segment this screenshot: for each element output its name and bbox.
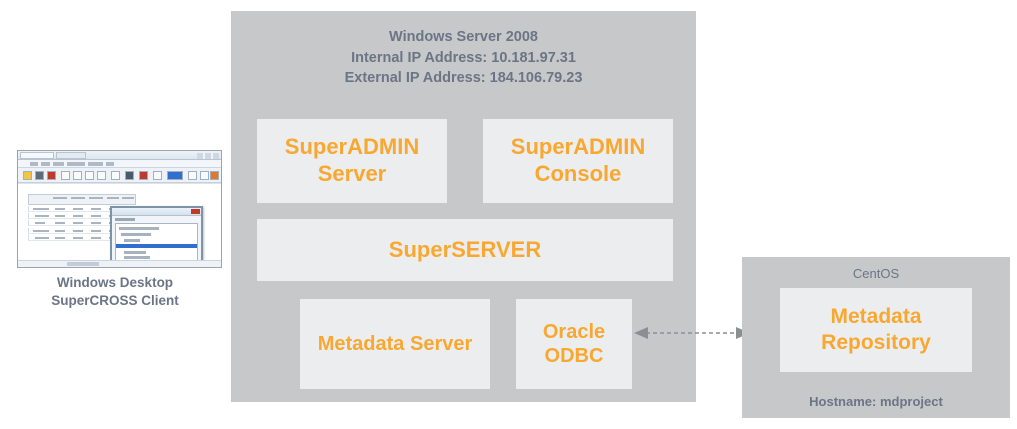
mini-toolbar-icon [73, 171, 82, 180]
mini-grid-cell [55, 222, 65, 224]
windows-desktop-client: Windows Desktop SuperCROSS Client [8, 148, 222, 308]
mini-document-canvas [18, 183, 221, 267]
component-metadata-server: Metadata Server [300, 299, 490, 389]
component-label: Metadata Server [317, 332, 473, 355]
mini-menu-item [53, 162, 64, 166]
mini-window-tab [20, 152, 54, 159]
mini-menu-item [67, 162, 85, 166]
mini-grid-cell [91, 208, 101, 210]
mini-grid-cell [91, 237, 101, 239]
mini-grid-cell [91, 215, 101, 217]
mini-toolbar-icon [210, 171, 219, 180]
mini-toolbar-icon [200, 171, 209, 180]
mini-toolbar-icon [111, 171, 120, 180]
mini-tree-item [124, 239, 140, 242]
mini-grid-cell [55, 230, 65, 232]
component-superserver: SuperSERVER [257, 219, 673, 281]
mini-grid-cell [73, 237, 83, 239]
windows-server-panel: Windows Server 2008 Internal IP Address:… [231, 11, 696, 402]
mini-dialog-label [115, 218, 135, 221]
arrowhead-left-icon [634, 327, 648, 339]
component-label: SuperADMIN Console [510, 134, 646, 186]
component-superadmin-console: SuperADMIN Console [483, 119, 673, 203]
mini-toolbar-icon [61, 171, 70, 180]
mini-toolbar-icon [167, 171, 183, 180]
mini-toolbar [18, 168, 221, 183]
mini-window-tab [56, 152, 86, 159]
close-icon [191, 209, 200, 214]
mini-toolbar-icon [97, 171, 106, 180]
component-label: Oracle ODBC [542, 320, 606, 367]
mini-grid-cell [33, 208, 49, 210]
mini-tree-item [119, 227, 159, 230]
component-oracle-odbc: Oracle ODBC [516, 299, 632, 389]
mini-grid-header [28, 194, 136, 205]
component-label: SuperADMIN Server [284, 134, 420, 186]
mini-grid-cell [55, 208, 65, 210]
mini-grid-cell [35, 222, 45, 224]
mini-menu-item [88, 162, 103, 166]
mini-menu-item [106, 162, 114, 166]
mini-grid-cell [55, 237, 65, 239]
mini-window-controls [197, 152, 219, 159]
mini-window-titlebar [18, 151, 221, 160]
mini-grid-cell [73, 222, 83, 224]
mini-grid-cell [73, 208, 83, 210]
mini-tree-item-selected [116, 244, 197, 248]
mini-toolbar-icon [153, 171, 162, 180]
mini-grid-header-cell [71, 197, 85, 199]
centos-hostname-label: Hostname: mdproject [809, 394, 943, 409]
mini-menu-item [30, 162, 38, 166]
component-metadata-repository: Metadata Repository [780, 288, 972, 372]
component-superadmin-server: SuperADMIN Server [257, 119, 447, 203]
supercross-client-screenshot [17, 150, 222, 268]
component-label: SuperSERVER [388, 236, 542, 262]
mini-tree-item [124, 251, 146, 254]
client-caption: Windows Desktop SuperCROSS Client [51, 275, 179, 308]
mini-grid-cell [91, 230, 101, 232]
mini-grid-cell [73, 230, 83, 232]
mini-grid-header-cell [107, 197, 119, 199]
mini-grid-cell [73, 215, 83, 217]
mini-toolbar-icon [125, 171, 134, 180]
mini-toolbar-icon [47, 171, 56, 180]
mini-grid-cell [55, 215, 65, 217]
mini-tree-item [121, 233, 151, 236]
server-panel-title: Windows Server 2008 Internal IP Address:… [344, 29, 583, 87]
mini-grid-header-cell [122, 197, 134, 199]
mini-toolbar-icon [23, 171, 32, 180]
mini-menubar [18, 160, 221, 168]
mini-menu-item [41, 162, 50, 166]
mini-toolbar-icon [85, 171, 94, 180]
mini-dialog-titlebar [112, 208, 201, 216]
centos-panel: CentOS Metadata Repository Hostname: mdp… [742, 257, 1010, 418]
mini-horizontal-scrollbar [18, 260, 221, 267]
centos-panel-title: CentOS [852, 266, 900, 281]
mini-tree-item [124, 256, 150, 259]
mini-selection-dialog [110, 206, 203, 267]
mini-grid-header-cell [89, 197, 103, 199]
component-label: Metadata Repository [821, 305, 931, 354]
mini-grid-cell [35, 237, 49, 239]
mini-toolbar-icon [35, 171, 44, 180]
mini-grid-cell [35, 215, 49, 217]
mini-grid-cell [33, 230, 49, 232]
mini-grid-cell [91, 222, 101, 224]
mini-grid-header-cell [53, 197, 67, 199]
mini-toolbar-icon [188, 171, 197, 180]
mini-scrollbar-thumb [66, 262, 100, 266]
odbc-to-repository-connector [634, 327, 750, 339]
mini-toolbar-icon [139, 171, 148, 180]
